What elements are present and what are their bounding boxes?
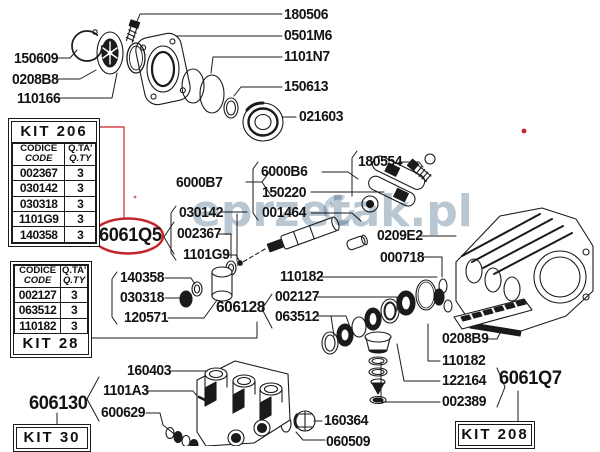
kit-28-code-header: CODICE CODE [13,265,62,288]
part-number-6061Q7: 6061Q7 [499,368,562,389]
part-number-150613: 150613 [284,79,329,95]
kit-30-title: KIT 30 [23,429,81,446]
kit-208-box: KIT 208 [455,421,535,449]
part-number-1101N7: 1101N7 [284,49,330,65]
seal-stack-drawing [321,278,453,355]
ring-150613-drawing [223,97,239,119]
kit-28-header-row: CODICE CODE Q.TA' Q.TY [13,265,88,288]
part-number-6061Q5-circled: 6061Q5 [99,225,162,246]
part-number-140358: 140358 [120,270,165,286]
kit-208-title: KIT 208 [461,426,529,443]
snap-ring-150609-drawing [71,29,103,62]
part-number-150609: 150609 [14,51,59,67]
part-number-110166: 110166 [17,91,61,107]
kit-206-title: KIT 206 [12,122,96,143]
part-number-063512: 063512 [275,309,320,325]
part-number-160364: 160364 [324,413,369,429]
part-number-606128: 606128 [216,299,265,316]
part-number-060509: 060509 [326,434,371,450]
kit206-red-connector [96,126,125,218]
part-number-6000B7: 6000B7 [176,175,223,191]
part-number-180506: 180506 [284,7,329,23]
plunger-shaft-drawing [225,216,368,276]
part-number-030142: 030142 [179,205,224,221]
watermark-text: eprzetak.pl [191,186,473,237]
part-number-002127: 002127 [275,289,320,305]
part-number-002367: 002367 [177,226,222,242]
red-dot [521,128,527,134]
kit-30-box: KIT 30 [13,424,91,452]
part-number-1101A3: 1101A3 [103,383,149,399]
part-number-150220: 150220 [262,185,307,201]
valve-plate-0208B9-drawing [453,298,533,330]
part-number-180554: 180554 [358,154,403,170]
crankcase-drawing [455,207,594,337]
bearing-disc-0208B8-drawing [96,31,124,75]
kit-206-qty-header: Q.TA' Q.TY [64,143,96,166]
sleeve-120571-drawing [179,266,233,308]
part-number-6000B6: 6000B6 [261,164,308,180]
flange-0501M6-drawing [135,32,191,106]
part-number-160403: 160403 [127,363,172,379]
part-number-000718: 000718 [380,250,425,266]
leader-lines [54,13,519,441]
part-number-0208B8: 0208B8 [12,72,59,88]
conrod-assembly-drawing [361,153,436,213]
part-number-0209E2: 0209E2 [377,228,423,244]
part-number-110182-mid: 110182 [280,269,324,285]
part-number-606130: 606130 [29,393,88,414]
o-ring-110166-drawing [126,42,146,74]
part-number-120571: 120571 [124,310,169,326]
kit-28-title: KIT 28 [22,335,80,353]
valve-stack-drawing [364,331,392,405]
bearing-021603-drawing [242,101,284,142]
part-number-0208B9: 0208B9 [442,331,489,347]
bolt-180506-drawing [125,19,141,43]
part-number-001464: 001464 [262,205,307,221]
part-number-110182-right: 110182 [442,353,486,369]
part-number-122164: 122164 [442,373,487,389]
part-number-021603: 021603 [299,109,344,125]
part-number-002389: 002389 [442,394,487,410]
kit-206-code-header: CODICE CODE [11,143,66,166]
kit-206-header-row: CODICE CODE Q.TA' Q.TY [11,143,96,166]
o-rings-1101N7-drawing [181,68,225,114]
watermark-swirl [323,194,355,226]
part-number-0501M6: 0501M6 [284,28,332,44]
part-number-1101G9: 1101G9 [183,247,230,263]
red-speck [133,195,137,199]
part-number-030318: 030318 [120,290,165,306]
manifold-drawing [165,360,291,446]
part-number-600629: 600629 [101,405,146,421]
kit-28-qty-header: Q.TA' Q.TY [60,265,88,288]
